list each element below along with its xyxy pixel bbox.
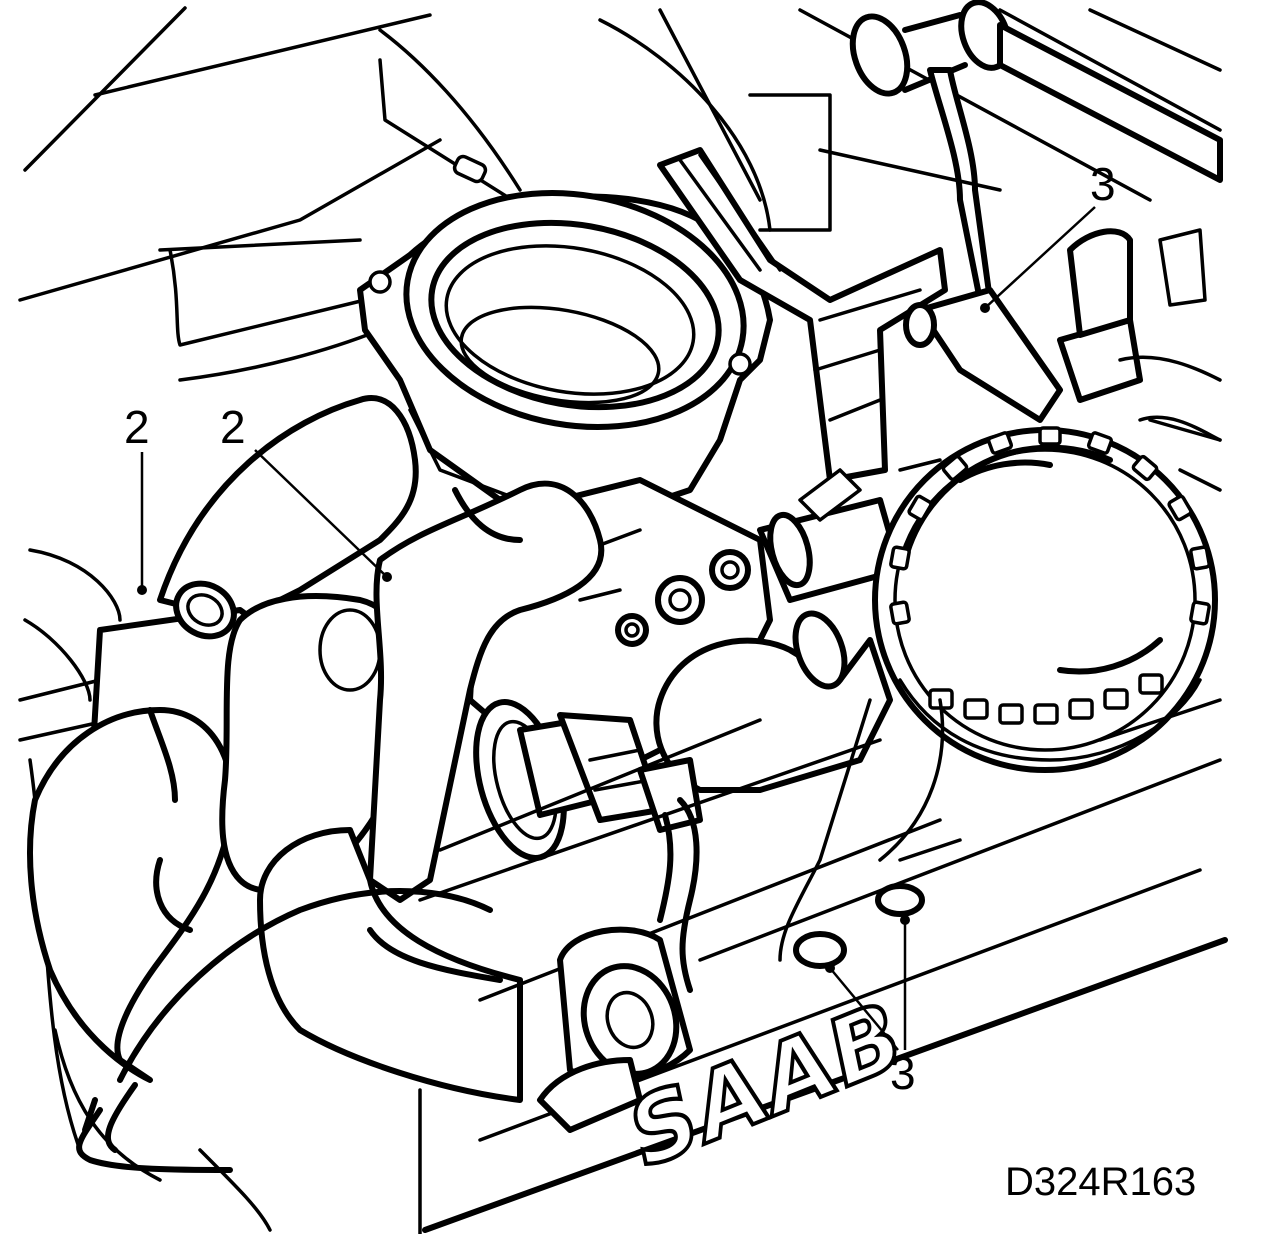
throttle-body (357, 147, 948, 793)
leader-3-top (984, 206, 1096, 309)
callout-3-top: 3 (1090, 158, 1116, 210)
callout-3-bottom: 3 (890, 1047, 916, 1099)
leader-dot-3-top (980, 303, 990, 313)
leader-dot-2-left (137, 585, 147, 595)
leader-3-bottom-a (829, 967, 899, 1051)
figure-code: D324R163 (1005, 1160, 1196, 1204)
timing-pulley (872, 228, 1222, 773)
leader-dot-3-bottom-a (825, 963, 835, 973)
background-structure (18, 0, 1223, 1234)
leader-dot-2-right (382, 572, 392, 582)
leader-dot-3-bottom-b (900, 915, 910, 925)
coolant-hoses (27, 395, 605, 1103)
callout-2-right: 2 (220, 401, 246, 453)
callouts: 2 2 3 3 (124, 158, 1116, 1099)
callout-2-left: 2 (124, 401, 150, 453)
leader-2-right (254, 449, 388, 578)
